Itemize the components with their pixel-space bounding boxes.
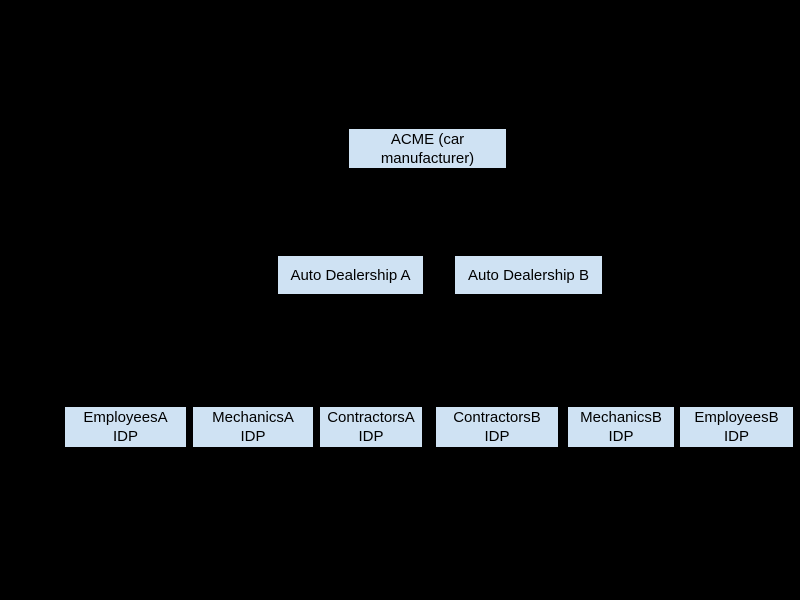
- node-mechanics-b-idp-label: MechanicsB IDP: [580, 409, 662, 445]
- node-auto-dealership-a: Auto Dealership A: [277, 255, 424, 295]
- node-auto-dealership-b-label: Auto Dealership B: [468, 266, 589, 284]
- node-auto-dealership-b: Auto Dealership B: [454, 255, 603, 295]
- node-auto-dealership-a-label: Auto Dealership A: [290, 266, 411, 284]
- node-contractors-a-idp-label: ContractorsA IDP: [327, 409, 415, 445]
- node-acme: ACME (car manufacturer): [348, 128, 507, 169]
- node-mechanics-a-idp-label: MechanicsA IDP: [212, 409, 294, 445]
- node-employees-a-idp: EmployeesA IDP: [64, 406, 187, 448]
- node-contractors-a-idp: ContractorsA IDP: [319, 406, 423, 448]
- node-employees-a-idp-label: EmployeesA IDP: [83, 409, 168, 445]
- node-contractors-b-idp-label: ContractorsB IDP: [453, 409, 541, 445]
- node-employees-b-idp-label: EmployeesB IDP: [694, 409, 779, 445]
- node-mechanics-b-idp: MechanicsB IDP: [567, 406, 675, 448]
- node-contractors-b-idp: ContractorsB IDP: [435, 406, 559, 448]
- node-employees-b-idp: EmployeesB IDP: [679, 406, 794, 448]
- node-acme-label: ACME (car manufacturer): [380, 130, 475, 167]
- node-mechanics-a-idp: MechanicsA IDP: [192, 406, 314, 448]
